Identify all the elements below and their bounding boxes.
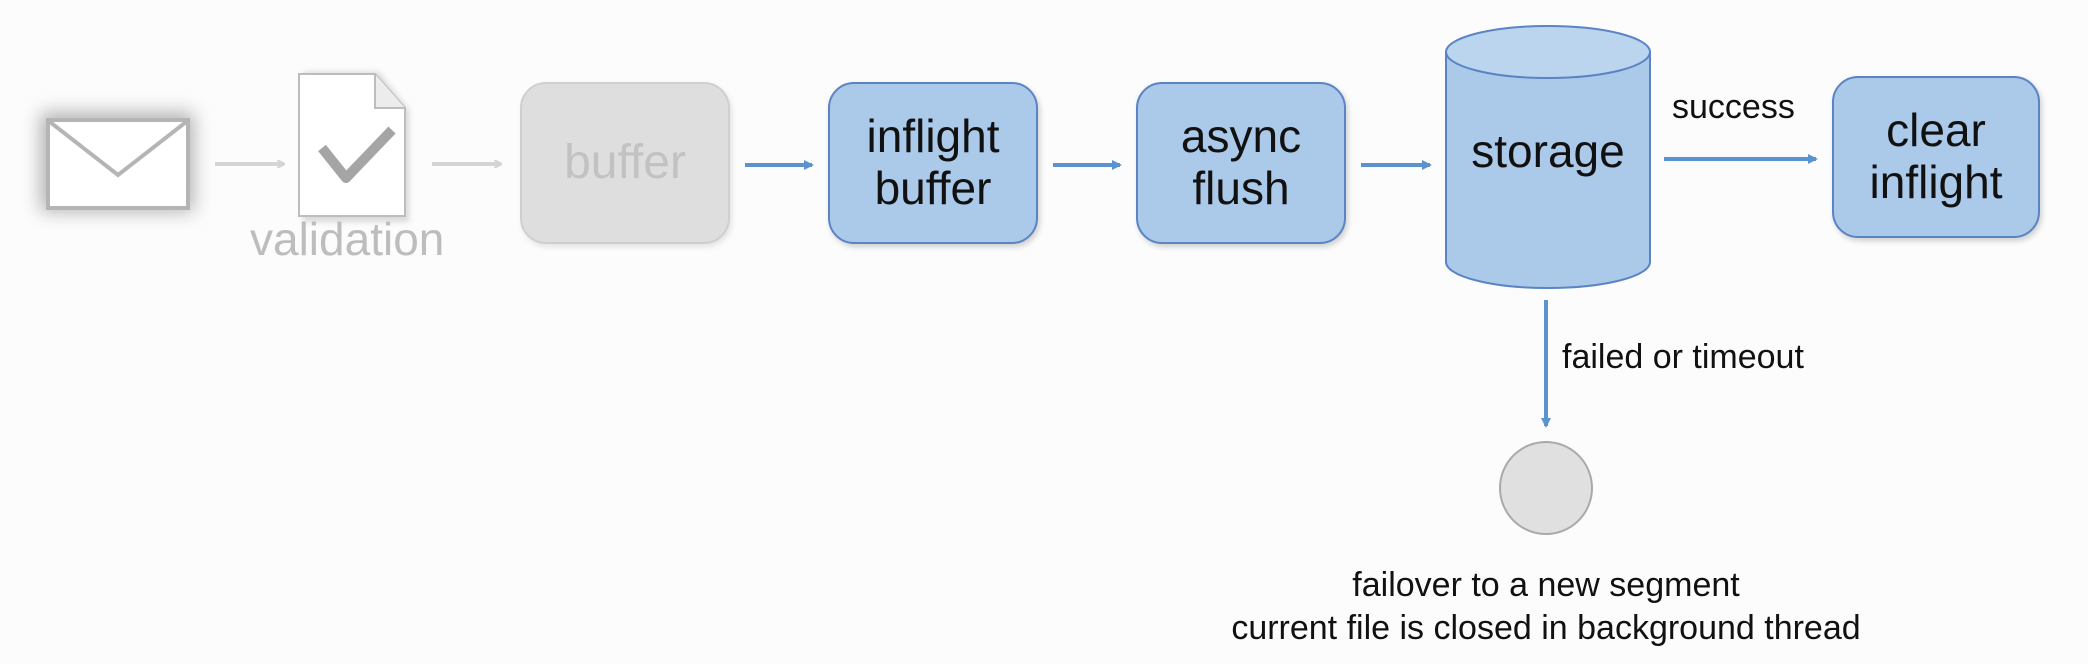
failover-caption: failover to a new segment current file i… [1146,564,1946,649]
inflight-buffer-line2: buffer [874,162,992,214]
async-flush-line1: async [1180,110,1302,163]
failover-caption-line1: failover to a new segment [1352,566,1740,604]
clear-inflight-line1: clear [1886,104,1986,157]
document-check-icon [298,72,409,222]
failover-endpoint-circle [1499,441,1593,535]
inflight-buffer-node: inflight buffer [828,82,1038,244]
failed-or-timeout-label: failed or timeout [1562,338,1804,376]
clear-inflight-node: clear inflight [1832,76,2040,238]
clear-inflight-line2: inflight [1869,156,2003,208]
async-flush-line2: flush [1192,162,1290,214]
inflight-buffer-line1: inflight [866,110,1000,163]
buffer-node: buffer [520,82,730,244]
storage-label: storage [1471,125,1625,177]
failover-caption-line2: current file is closed in background thr… [1231,608,1861,647]
success-label: success [1672,88,1795,126]
storage-cylinder [1445,25,1651,289]
buffer-node-label: buffer [564,136,686,190]
async-flush-node: async flush [1136,82,1346,244]
envelope-icon [40,112,194,212]
validation-label: validation [250,213,445,265]
